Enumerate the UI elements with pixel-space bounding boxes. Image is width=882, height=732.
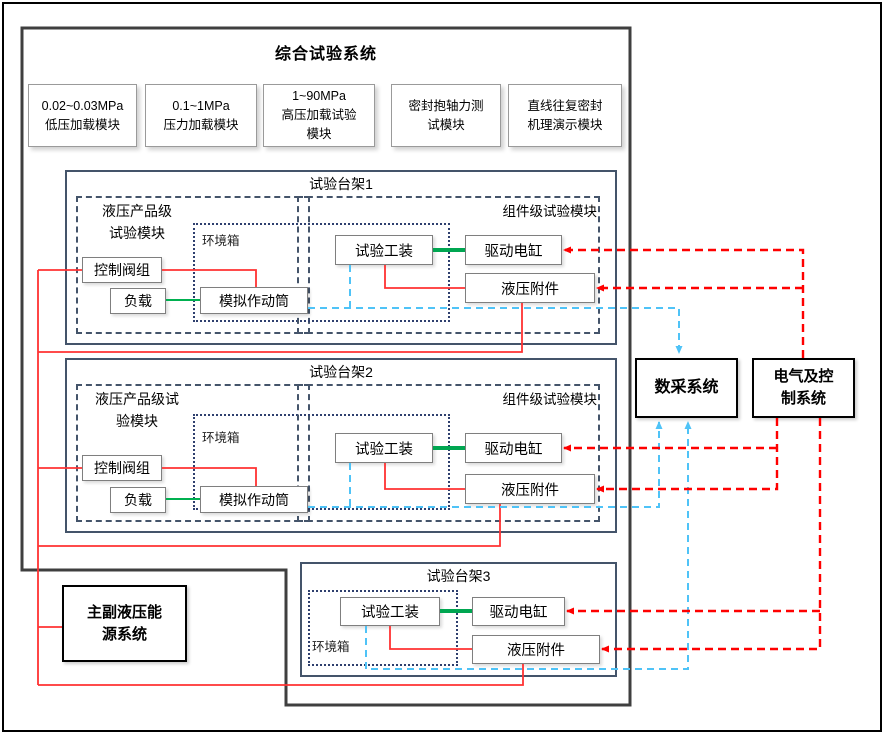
bench1-drive-cylinder-box: 驱动电缸 [465,235,562,265]
bench1-title: 试验台架1 [309,176,373,192]
bench2-valve-group-box: 控制阀组 [82,455,162,481]
module-linear-seal-demo-name2: 机理演示模块 [527,117,603,132]
module-high-pressure-range: 1~90MPa [292,89,346,104]
hydraulic-power-system-label-line2: 源系统 [101,625,147,643]
bench3-title: 试验台架3 [426,568,491,584]
bench2-sim-actuator-box: 模拟作动筒 [200,486,308,513]
bench1-product-module-label-line2: 试验模块 [109,225,165,242]
bench2-fixture-box: 试验工装 [335,433,433,463]
module-seal-axial-force: 密封抱轴力测 试模块 [391,84,501,147]
bench1-valve-group-box: 控制阀组 [82,257,162,283]
bench2-component-module-label: 组件级试验模块 [502,392,598,407]
electrical-control-system-label-line2: 制系统 [780,390,826,407]
page-title: 综合试验系统 [274,46,377,63]
module-pressure-load-range: 0.1~1MPa [172,98,230,113]
bench1-sim-actuator-box: 模拟作动筒 [200,287,308,314]
bench2-product-module-label-line1: 液压产品级试 [95,391,179,407]
electrical-control-system-box: 电气及控 制系统 [752,358,855,418]
hydraulic-power-system-box: 主副液压能 源系统 [62,585,187,662]
bench2-title: 试验台架2 [309,364,373,380]
module-linear-seal-demo: 直线往复密封 机理演示模块 [508,84,622,147]
bench1-component-module-label: 组件级试验模块 [502,204,598,219]
daq-system-label: 数采系统 [654,379,719,397]
module-pressure-load: 0.1~1MPa 压力加载模块 [145,84,257,147]
bench3-env-chamber-label: 环境箱 [312,640,350,654]
bench2-env-chamber-label: 环境箱 [202,431,240,445]
module-low-pressure: 0.02~0.03MPa 低压加载模块 [28,84,137,147]
module-high-pressure-name: 高压加载试验 [281,108,357,123]
bench1-product-module-label: 液压产品级 试验模块 [78,200,196,245]
bench3-hyd-accessory-box: 液压附件 [472,635,600,664]
bench1-fixture-box: 试验工装 [335,235,433,265]
daq-system-box: 数采系统 [635,358,738,418]
module-linear-seal-demo-name1: 直线往复密封 [527,98,603,113]
bench1-env-chamber-label: 环境箱 [202,234,240,248]
bench1-product-module-label-line1: 液压产品级 [102,203,172,219]
module-low-pressure-name: 低压加载模块 [44,117,120,132]
module-high-pressure-name2: 模块 [306,126,332,141]
bench2-product-module-label-line2: 验模块 [116,413,158,430]
hydraulic-power-system-label-line1: 主副液压能 [86,603,162,621]
electrical-control-system-label-line1: 电气及控 [773,368,834,386]
bench1-hyd-accessory-box: 液压附件 [465,273,595,303]
bench1-load-box: 负载 [110,288,166,314]
module-pressure-load-name: 压力加载模块 [163,117,239,132]
bench2-load-box: 负载 [110,487,166,513]
module-seal-axial-force-name2: 试模块 [427,117,465,132]
bench2-hyd-accessory-box: 液压附件 [465,474,595,504]
bench3-fixture-box: 试验工装 [340,597,440,626]
bench3-drive-cylinder-box: 驱动电缸 [472,597,565,626]
bench2-product-module-label: 液压产品级试 验模块 [75,388,199,433]
bench2-drive-cylinder-box: 驱动电缸 [465,433,562,463]
module-low-pressure-range: 0.02~0.03MPa [41,98,124,113]
module-high-pressure: 1~90MPa 高压加载试验 模块 [263,84,375,147]
module-seal-axial-force-name1: 密封抱轴力测 [408,98,484,113]
